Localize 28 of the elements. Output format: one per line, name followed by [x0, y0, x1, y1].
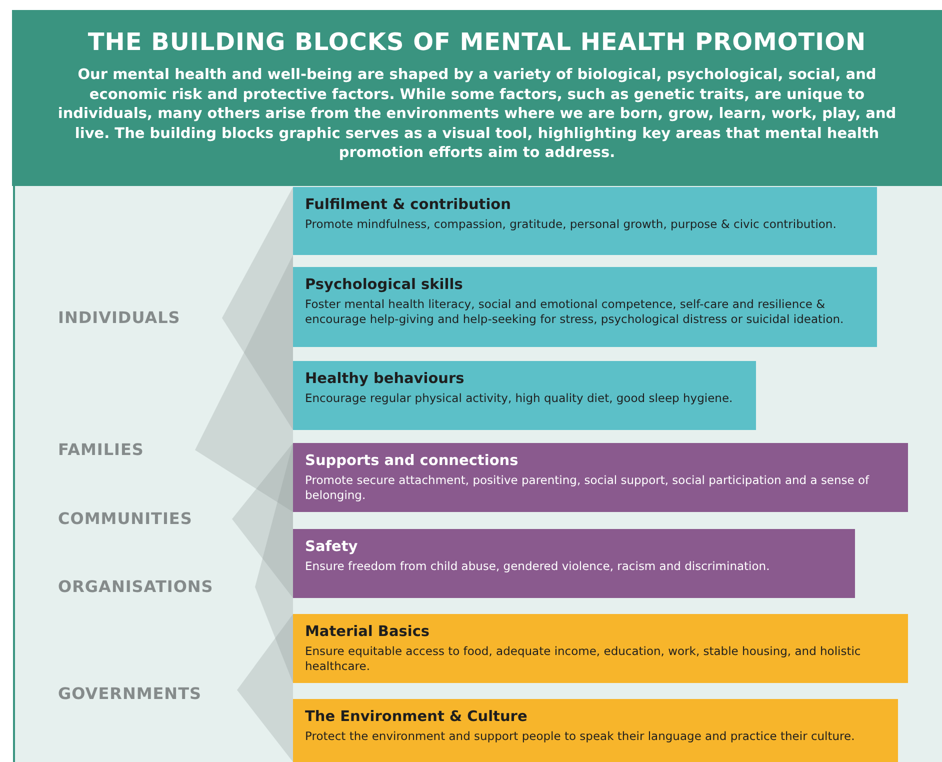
block-description: Encourage regular physical activity, high quality diet, good sleep hygiene.: [305, 391, 734, 406]
block-heading: The Environment & Culture: [305, 709, 528, 725]
building-block: [293, 267, 877, 347]
level-label: COMMUNITIES: [58, 509, 192, 528]
block-description: Ensure freedom from child abuse, gendered violence, racism and discrimination.: [305, 559, 771, 574]
block-heading: Material Basics: [305, 624, 431, 640]
block-heading: Healthy behaviours: [305, 371, 466, 387]
block-description: Ensure equitable access to food, adequate income, education, work, stable housing, and holistic healthcare.: [305, 644, 862, 674]
building-block: [293, 614, 908, 683]
level-label: INDIVIDUALS: [58, 308, 180, 327]
block-description: Protect the environment and support people to speak their language and practice their culture.: [305, 729, 856, 744]
block-heading: Psychological skills: [305, 277, 464, 293]
building-block: [293, 443, 908, 512]
building-block: [293, 187, 877, 255]
block-description: Promote mindfulness, compassion, gratitude, personal growth, purpose & civic contribution.: [305, 217, 838, 232]
level-label: ORGANISATIONS: [58, 577, 214, 596]
building-block: [293, 699, 898, 762]
block-heading: Supports and connections: [305, 453, 520, 469]
building-block: [293, 361, 756, 430]
intro-paragraph: Our mental health and well-being are shaped by a variety of biological, psychological, social, and economic risk and protective factors. While some factors, such as genetic traits, are unique to individuals, many others arise from the environments where we are born, grow, learn, work, play, and live. The building blocks graphic serves as a visual tool, highlighting key areas that mental health promotion efforts aim to address.: [56, 66, 898, 163]
building-block: [293, 529, 855, 598]
block-heading: Fulfilment & contribution: [305, 197, 512, 213]
title: THE BUILDING BLOCKS OF MENTAL HEALTH PROMOTION: [86, 28, 868, 56]
block-heading: Safety: [305, 539, 359, 555]
block-description: Foster mental health literacy, social and emotional competence, self-care and resilience & encourage help-giving and help-seeking for stress, psychological distress or suicidal ideation.: [305, 297, 845, 327]
block-description: Promote secure attachment, positive parenting, social support, social participation and a sense of belonging.: [305, 473, 870, 503]
level-label: GOVERNMENTS: [58, 684, 202, 703]
level-label: FAMILIES: [58, 440, 144, 459]
